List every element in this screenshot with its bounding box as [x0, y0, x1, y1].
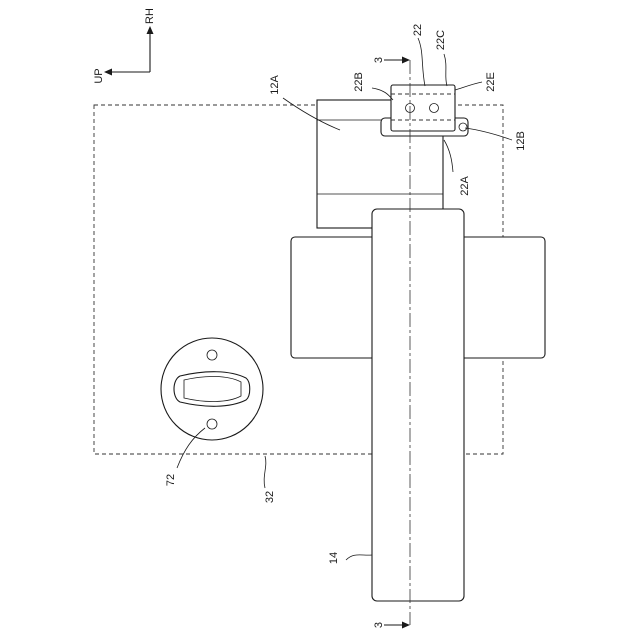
label-12A: 12A: [269, 75, 281, 95]
arrow-rh-head: [147, 26, 154, 34]
section-label-bottom: 3: [373, 622, 385, 628]
arrow-up-head: [104, 69, 112, 76]
label-14: 14: [328, 552, 340, 564]
section-marker-top: 3: [373, 57, 410, 64]
rh-label: RH: [144, 8, 156, 24]
bracket-22: [391, 85, 455, 131]
label-22: 22: [412, 24, 424, 36]
up-label: UP: [93, 68, 105, 83]
label-22C: 22C: [435, 30, 447, 50]
section-marker-bottom: 3: [373, 622, 410, 629]
label-32: 32: [264, 491, 276, 503]
direction-indicator: RH UP: [93, 8, 156, 84]
section-label-top: 3: [373, 57, 385, 63]
label-72: 72: [165, 474, 177, 486]
label-12B: 12B: [515, 131, 527, 151]
label-22E: 22E: [485, 72, 497, 92]
bar-14: [372, 209, 464, 601]
label-22B: 22B: [353, 72, 365, 92]
label-22A: 22A: [459, 176, 471, 196]
knob-72: [161, 338, 263, 440]
